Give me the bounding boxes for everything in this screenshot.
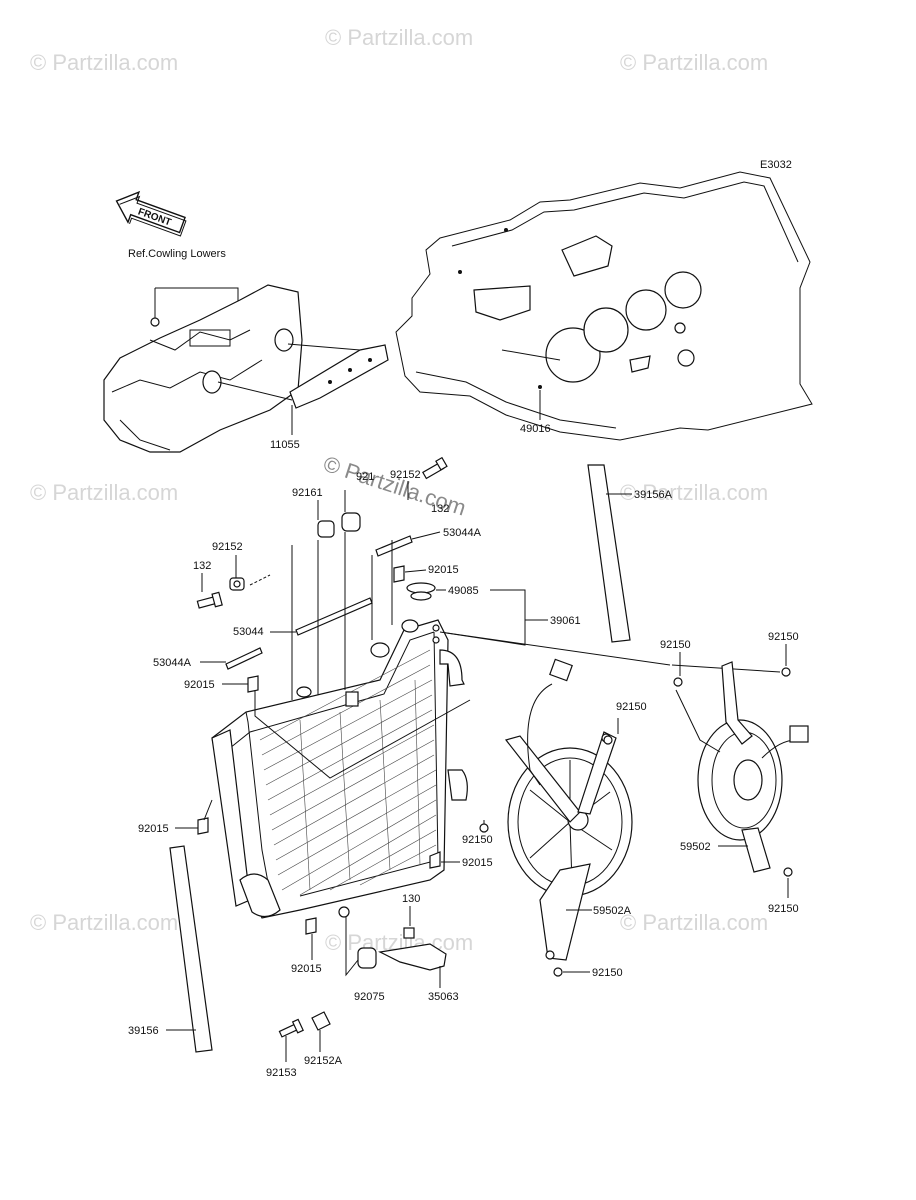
- assembly-line-clip: [254, 690, 471, 779]
- grommet-92075: [357, 947, 377, 969]
- radiator-core: [259, 649, 437, 896]
- nut-92150-d: [553, 967, 563, 977]
- watermark-text: © Partzilla.com: [620, 480, 768, 505]
- label-92015-left: 92015: [184, 679, 215, 691]
- clip-92015-bot: [305, 917, 317, 935]
- radiator-leaders: [291, 532, 393, 700]
- bolt-132-left: [196, 591, 223, 609]
- bracket-11055: [217, 343, 389, 409]
- leader-92015-low: [175, 799, 213, 829]
- label-49085: 49085: [448, 585, 479, 597]
- leader-92075: [345, 916, 359, 977]
- grommet-92161: [317, 512, 361, 538]
- radiator-39061: [211, 619, 468, 919]
- rubber-strip-53044a-top: [375, 535, 413, 557]
- label-92161-b: 921: [356, 471, 374, 483]
- nut-92150-c: [479, 823, 489, 833]
- fan-59502a: [504, 658, 633, 961]
- radiator-cap-49085: [406, 582, 436, 601]
- label-92150-c: 92150: [462, 834, 493, 846]
- clip-92015-mid: [429, 851, 441, 869]
- nut-92150-a: [673, 677, 683, 687]
- label-92152-left: 92152: [212, 541, 243, 553]
- label-49016: 49016: [520, 423, 551, 435]
- label-92015-top: 92015: [428, 564, 459, 576]
- label-35063: 35063: [428, 991, 459, 1003]
- leader-53044a-top: [411, 531, 441, 540]
- washer-92152-left: [229, 577, 245, 591]
- watermark-text: © Partzilla.com: [620, 50, 768, 75]
- label-92153: 92153: [266, 1067, 297, 1079]
- label-39156: 39156: [128, 1025, 159, 1037]
- label-92150-e: 92150: [768, 631, 799, 643]
- clip-92015-top: [393, 565, 405, 583]
- label-92150-d: 92150: [592, 967, 623, 979]
- bolt-130: [403, 927, 415, 939]
- label-92150-a: 92150: [660, 639, 691, 651]
- watermark-text: © Partzilla.com: [30, 50, 178, 75]
- washer-lower: [338, 906, 350, 918]
- label-53044: 53044: [233, 626, 264, 638]
- rubber-strip-53044a-left: [225, 647, 263, 670]
- label-92075: 92075: [354, 991, 385, 1003]
- label-59502a: 59502A: [593, 905, 632, 917]
- label-130: 130: [402, 893, 420, 905]
- foam-strip-39156a: [587, 464, 631, 643]
- cowling-lowers: [103, 284, 303, 453]
- nut-92150-f: [783, 867, 793, 877]
- label-92161: 92161: [292, 487, 323, 499]
- label-39156a: 39156A: [634, 489, 673, 501]
- leader-92015-top: [404, 569, 427, 573]
- nut-92150-e: [781, 667, 791, 677]
- label-92015-bot: 92015: [291, 963, 322, 975]
- label-53044a-left: 53044A: [153, 657, 192, 669]
- label-92150-f: 92150: [768, 903, 799, 915]
- rubber-strip-53044: [295, 597, 373, 636]
- nut-92150-b: [603, 735, 613, 745]
- label-132-top: 132: [431, 503, 449, 515]
- label-39061: 39061: [550, 615, 581, 627]
- ref-cowling-note: Ref.Cowling Lowers: [128, 248, 226, 260]
- watermark-text: © Partzilla.com: [325, 25, 473, 50]
- label-132-left: 132: [193, 560, 211, 572]
- label-92150-b: 92150: [616, 701, 647, 713]
- leader-39061: [439, 589, 548, 646]
- label-92152-top: 92152: [390, 469, 421, 481]
- assembly-line: [249, 574, 271, 586]
- clip-92015-left: [247, 675, 259, 693]
- label-59502: 59502: [680, 841, 711, 853]
- fan-59502: [675, 661, 809, 873]
- bolt-92153: [278, 1018, 304, 1038]
- washer-92152a: [311, 1011, 331, 1031]
- label-92152a: 92152A: [304, 1055, 343, 1067]
- watermark-text: © Partzilla.com: [30, 910, 178, 935]
- clip-92015-low: [197, 817, 209, 835]
- label-53044a-top: 53044A: [443, 527, 482, 539]
- watermark-text: © Partzilla.com: [620, 910, 768, 935]
- panel-49016: [395, 171, 813, 441]
- front-arrow-icon: FRONT: [115, 190, 187, 237]
- label-11055: 11055: [270, 439, 300, 451]
- label-92015-low: 92015: [138, 823, 169, 835]
- bracket-35063: [378, 943, 447, 971]
- foam-strip-39156: [169, 845, 213, 1053]
- bolt-132-top: [422, 456, 448, 480]
- label-92015-mid: 92015: [462, 857, 493, 869]
- diagram-code: E3032: [760, 159, 792, 171]
- watermark-text: © Partzilla.com: [30, 480, 178, 505]
- leader-92161: [317, 490, 346, 520]
